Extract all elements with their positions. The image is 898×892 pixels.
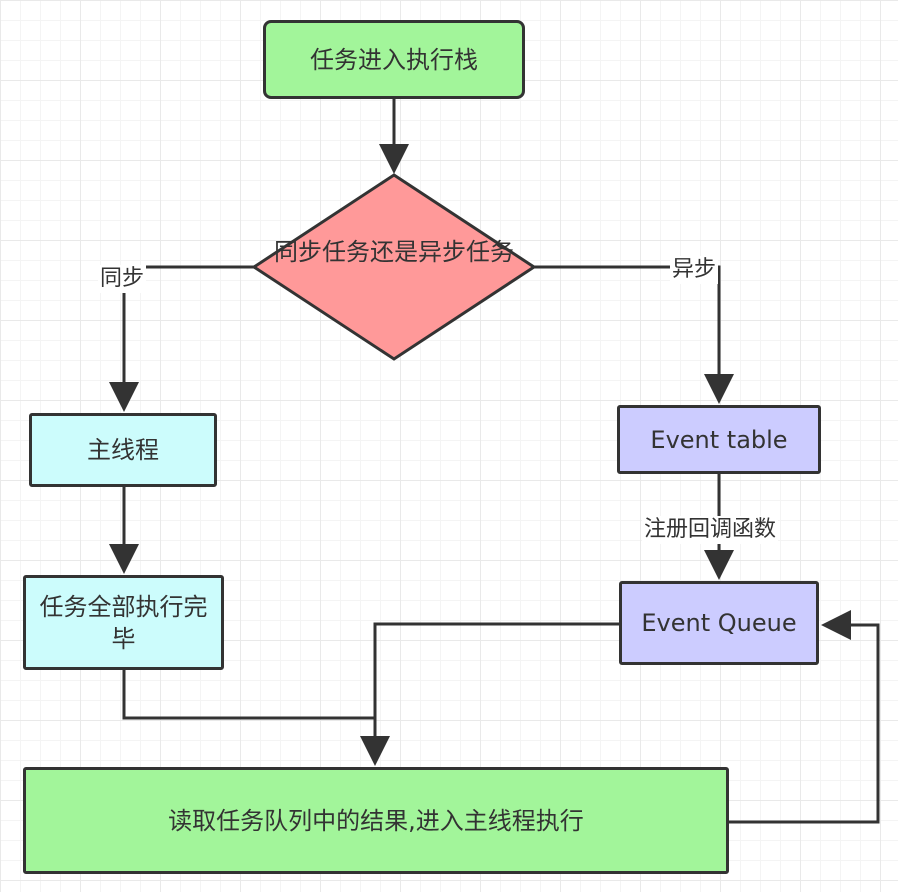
edge-decision-to-event-table [534, 265, 734, 404]
node-enter-stack: 任务进入执行栈 [263, 20, 525, 99]
edge-label-async: 异步 [670, 256, 719, 284]
edge-event-queue-to-read-queue [360, 622, 620, 766]
node-event-queue: Event Queue [619, 581, 819, 665]
node-event-queue-label: Event Queue [641, 609, 797, 637]
edge-label-sync: 同步 [98, 265, 147, 293]
node-event-table-label: Event table [650, 425, 788, 454]
node-event-table: Event table [617, 405, 821, 474]
edge-tasks-done-to-read-queue [122, 669, 375, 720]
node-main-thread-label: 主线程 [87, 436, 159, 464]
decision-diamond [251, 173, 537, 361]
node-main-thread: 主线程 [29, 413, 217, 487]
decision-label: 同步任务还是异步任务 [274, 238, 514, 266]
node-read-queue: 读取任务队列中的结果,进入主线程执行 [23, 767, 729, 874]
edge-label-register-callback: 注册回调函数 [642, 516, 779, 544]
edge-read-queue-to-event-queue [728, 610, 880, 824]
node-tasks-done: 任务全部执行完毕 [23, 575, 224, 670]
node-tasks-done-label: 任务全部执行完毕 [39, 592, 208, 653]
node-read-queue-label: 读取任务队列中的结果,进入主线程执行 [168, 806, 584, 835]
node-enter-stack-label: 任务进入执行栈 [310, 45, 478, 74]
